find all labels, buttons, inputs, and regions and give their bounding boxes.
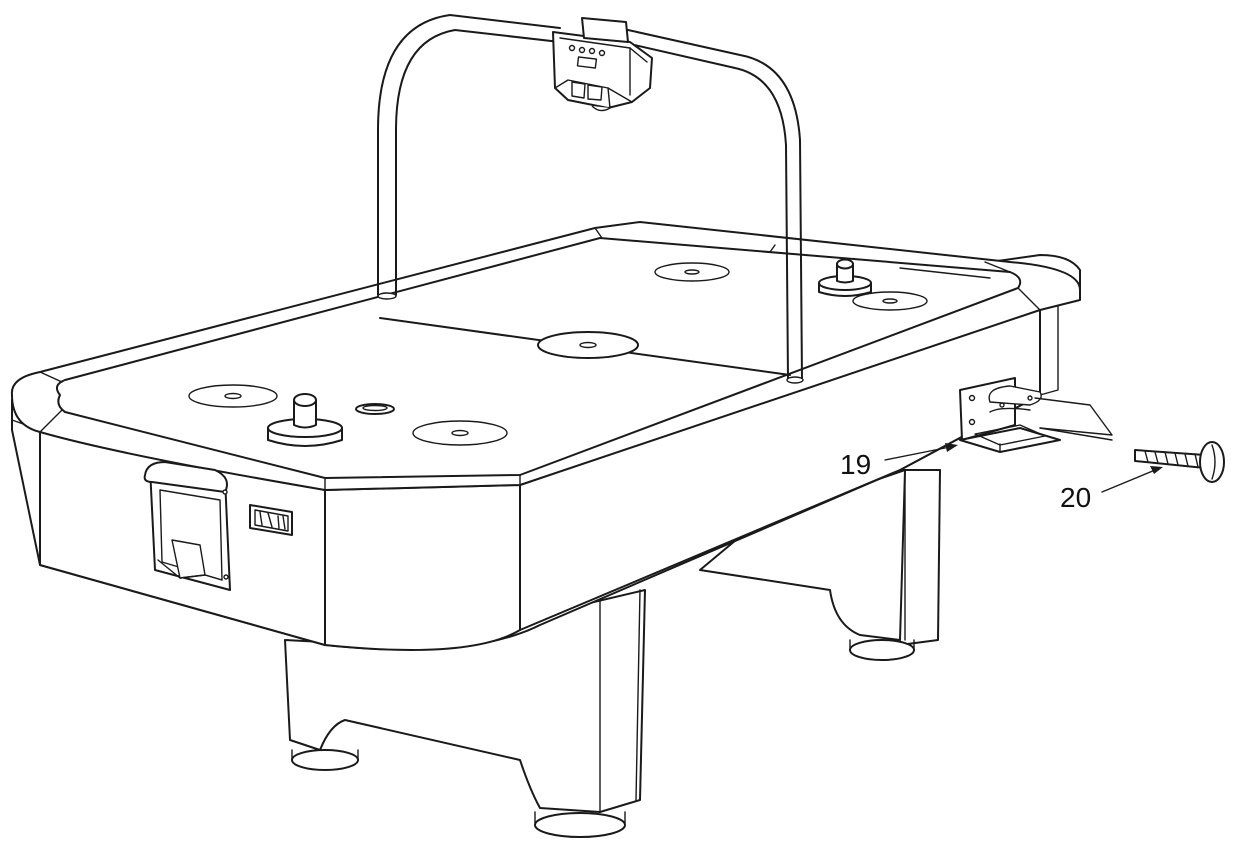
playfield — [188, 262, 991, 446]
bracket-part-19 — [959, 377, 1113, 453]
center-circle — [537, 331, 639, 359]
callout-label-19: 19 — [840, 449, 871, 480]
puck — [355, 403, 395, 415]
face-off-circle — [412, 420, 508, 446]
overhead-arch — [377, 14, 804, 384]
scoreboard-unit — [552, 17, 653, 112]
callout-19: 19 — [840, 443, 958, 480]
callout-label-20: 20 — [1060, 482, 1091, 513]
mallet-near — [267, 393, 343, 447]
face-off-circle — [188, 384, 278, 408]
leg-back-right — [699, 469, 941, 661]
bill-acceptor — [249, 504, 293, 536]
face-off-circle — [852, 291, 928, 311]
mallet-far — [818, 258, 872, 297]
face-off-circle — [654, 262, 730, 282]
screw-part-20 — [1134, 441, 1225, 483]
callout-20: 20 — [1060, 466, 1163, 513]
coin-door — [143, 461, 231, 591]
